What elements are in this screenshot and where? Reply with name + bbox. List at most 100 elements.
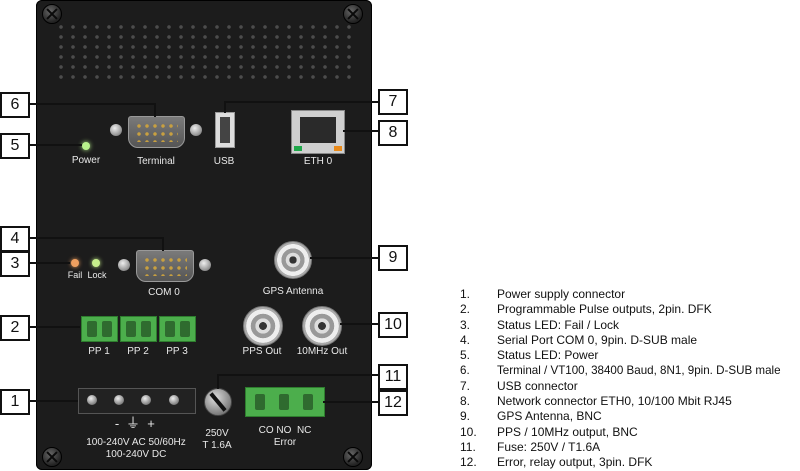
legend-item-text: PPS / 10MHz output, BNC — [497, 424, 638, 439]
legend-item-number: 1. — [460, 287, 471, 301]
leader-line-6-drop — [154, 103, 156, 117]
legend-item-text: Status LED: Power — [497, 348, 599, 363]
callout-5: 5 — [0, 133, 30, 159]
usb-port — [215, 112, 235, 148]
tenmhz-out-label: 10MHz Out — [296, 346, 348, 357]
legend-item-text: Terminal / VT100, 38400 Baud, 8N1, 9pin.… — [497, 364, 781, 378]
leader-line-6 — [20, 103, 156, 105]
panel-screw-top-right — [343, 4, 363, 24]
legend-item-number: 7. — [460, 378, 471, 393]
callout-11: 11 — [378, 364, 408, 390]
legend-item-text: Programmable Pulse outputs, 2pin. DFK — [497, 302, 712, 317]
legend-item-number: 11. — [460, 439, 476, 454]
legend-item: 1. Power supply connector — [460, 287, 781, 302]
gps-antenna-label: GPS Antenna — [262, 286, 324, 297]
com0-dsub-connector — [136, 250, 194, 282]
leader-line-1 — [20, 400, 78, 402]
power-minus-label: - — [114, 416, 120, 431]
com0-screw-right — [199, 259, 211, 271]
power-led-label: Power — [71, 155, 101, 166]
lock-led-label: Lock — [87, 270, 107, 280]
legend-item-text: GPS Antenna, BNC — [497, 409, 602, 424]
terminal-label: Terminal — [137, 156, 175, 167]
fuse-current-label: T 1.6A — [202, 440, 232, 451]
leader-line-7 — [224, 101, 380, 103]
legend-item-number: 4. — [460, 332, 471, 347]
callout-10: 10 — [378, 312, 408, 338]
callout-12: 12 — [378, 390, 408, 416]
pp1-label: PP 1 — [88, 346, 110, 357]
pp1-terminal — [81, 316, 118, 342]
legend-item-text: USB connector — [497, 378, 578, 393]
power-led — [82, 142, 90, 150]
pp3-label: PP 3 — [166, 346, 188, 357]
legend-item-number: 12. — [460, 455, 477, 470]
legend-item-text: Serial Port COM 0, 9pin. D-SUB male — [497, 332, 698, 347]
fail-led-label: Fail — [67, 270, 83, 280]
error-relay-pins-label: CO NO NC — [258, 425, 312, 436]
legend-item-number: 5. — [460, 348, 471, 363]
leader-line-3 — [20, 262, 70, 264]
legend-item: 12.Error, relay output, 3pin. DFK — [460, 455, 781, 470]
fuse-voltage-label: 250V — [205, 428, 229, 439]
lock-led — [92, 259, 100, 267]
legend-item-text: Power supply connector — [497, 287, 626, 301]
com0-screw-left — [118, 259, 130, 271]
leader-line-9 — [310, 257, 380, 259]
leader-line-12 — [323, 401, 380, 403]
error-relay-terminal — [245, 387, 325, 417]
leader-line-11-drop — [217, 374, 219, 389]
legend-item: 9. GPS Antenna, BNC — [460, 409, 781, 424]
pp3-terminal — [159, 316, 196, 342]
fuse-holder — [204, 388, 232, 416]
leader-line-4 — [20, 237, 164, 239]
legend-item: 11. Fuse: 250V / T1.6A — [460, 440, 781, 455]
eth0-rj45-port — [291, 110, 345, 154]
legend-item-number: 6. — [460, 364, 470, 378]
legend-item-number: 8. — [460, 394, 471, 409]
terminal-screw-left — [110, 124, 122, 136]
panel-screw-bottom-left — [42, 447, 62, 467]
leader-line-8 — [343, 130, 380, 132]
legend-item: 3.Status LED: Fail / Lock — [460, 318, 781, 333]
power-supply-connector — [78, 388, 196, 414]
legend-item-number: 9. — [460, 409, 471, 424]
legend-item: 8. Network connector ETH0, 10/100 Mbit RJ… — [460, 394, 781, 409]
legend-item: 4. Serial Port COM 0, 9pin. D-SUB male — [460, 333, 781, 348]
leader-line-7-drop — [224, 101, 226, 113]
pps-out-label: PPS Out — [242, 346, 282, 357]
callout-8: 8 — [378, 120, 408, 146]
leader-line-4-drop — [162, 237, 164, 251]
leader-line-11 — [217, 374, 380, 376]
panel-screw-top-left — [42, 4, 62, 24]
legend-item-text: Status LED: Fail / Lock — [497, 317, 620, 332]
callout-4: 4 — [0, 226, 30, 252]
leader-line-2 — [20, 326, 80, 328]
eth0-label: ETH 0 — [303, 156, 333, 167]
power-ac-rating: 100-240V AC 50/60Hz — [86, 437, 186, 448]
com0-label: COM 0 — [148, 287, 180, 298]
legend-item: 10.PPS / 10MHz output, BNC — [460, 425, 781, 440]
legend-item: 7. USB connector — [460, 379, 781, 394]
callout-9: 9 — [378, 245, 408, 271]
legend-item: 5. Status LED: Power — [460, 348, 781, 363]
pp2-label: PP 2 — [127, 346, 149, 357]
callout-2: 2 — [0, 315, 30, 341]
legend-item-text: Network connector ETH0, 10/100 Mbit RJ45 — [497, 394, 732, 409]
power-plus-label: + — [147, 416, 155, 431]
ventilation-grille — [55, 22, 353, 84]
ground-icon: ⏚ — [126, 415, 140, 431]
callout-3: 3 — [0, 251, 30, 277]
callout-7: 7 — [378, 89, 408, 115]
pp2-terminal — [120, 316, 157, 342]
error-relay-label: Error — [273, 437, 297, 448]
legend-item: 6. Terminal / VT100, 38400 Baud, 8N1, 9pi… — [460, 363, 781, 378]
legend-item-number: 2. — [460, 302, 471, 317]
terminal-screw-right — [190, 124, 202, 136]
leader-line-10 — [340, 323, 380, 325]
legend-item-text: Fuse: 250V / T1.6A — [497, 439, 601, 454]
legend-list: 1. Power supply connector 2. Programmable … — [460, 287, 781, 471]
gps-antenna-bnc — [274, 241, 312, 279]
usb-label: USB — [213, 156, 235, 167]
callout-6: 6 — [0, 92, 30, 118]
